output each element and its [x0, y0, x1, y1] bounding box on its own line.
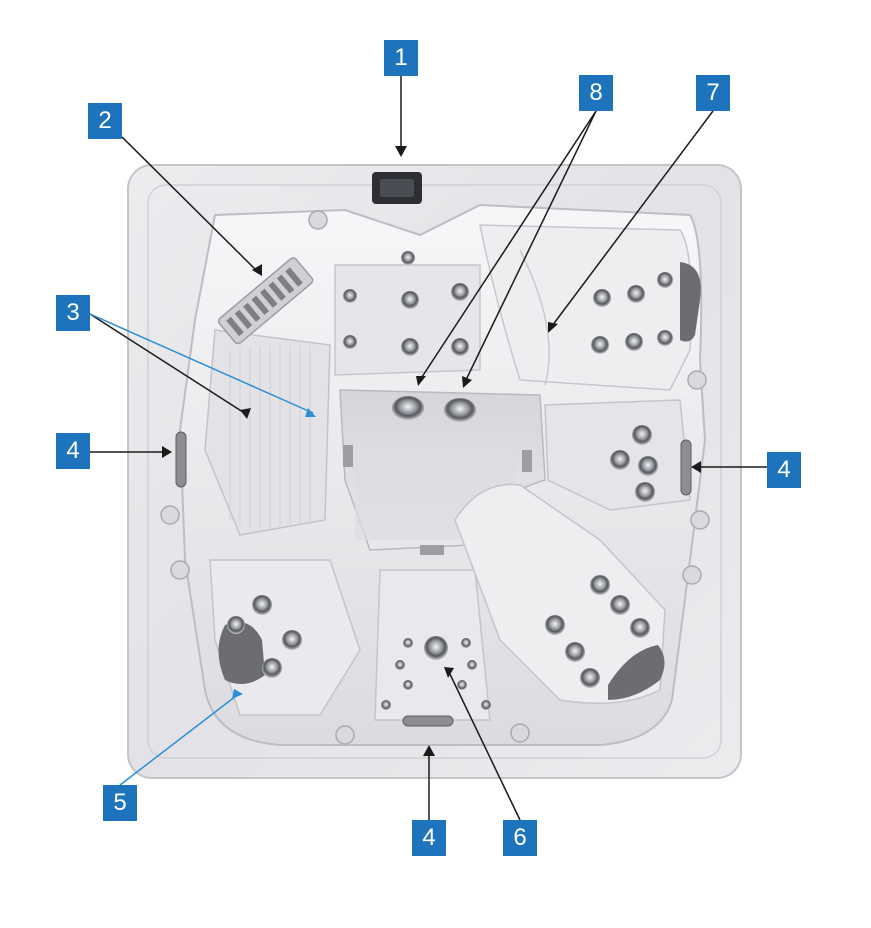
jet-icon: [444, 398, 476, 422]
jet-icon: [593, 289, 611, 307]
jet-icon: [635, 482, 655, 502]
footwell-clip: [343, 445, 353, 467]
jet-icon: [343, 335, 357, 349]
jet-icon: [638, 456, 658, 476]
callout-3: 3: [56, 295, 90, 331]
jet-icon: [545, 615, 565, 635]
jet-icon: [252, 595, 272, 615]
leader-line-6: [447, 669, 521, 821]
jet-icon: [451, 283, 469, 301]
leader-line-8a: [419, 110, 597, 381]
jet-icon: [591, 336, 609, 354]
jet-icon: [381, 700, 391, 710]
jet-icon: [481, 700, 491, 710]
jet-icon: [227, 616, 245, 634]
callout-5: 5: [103, 785, 137, 821]
jet-icon: [610, 450, 630, 470]
pillow-icon: [608, 645, 665, 700]
leader-line-2: [121, 136, 259, 273]
pillow-icon: [218, 622, 265, 684]
jet-icon: [282, 630, 302, 650]
arrowhead-blue: [232, 689, 243, 699]
jets: [227, 251, 673, 710]
footwell-clip: [522, 450, 532, 472]
lounge-seat-contour: [519, 249, 550, 386]
jet-icon: [451, 338, 469, 356]
jet-icon: [343, 289, 357, 303]
right-lounge: [454, 483, 666, 705]
jet-icon: [424, 636, 448, 660]
jet-icon: [401, 338, 419, 356]
jet-icon: [610, 595, 630, 615]
left-seat: [204, 329, 331, 536]
leader-line-3a: [89, 313, 247, 415]
grab-handle-icon: [402, 715, 454, 727]
jet-icon: [625, 333, 643, 351]
jet-icon: [657, 272, 673, 288]
jet-icon: [401, 291, 419, 309]
spa-rim-inner-line: [147, 184, 722, 759]
callout-7: 7: [696, 75, 730, 111]
leader-line-3b: [89, 313, 314, 414]
arrowhead-blue: [305, 408, 316, 417]
leader-line-7: [551, 110, 714, 327]
leader-line-8b: [464, 110, 597, 383]
callout-6: 6: [503, 820, 537, 856]
skimmer-icon: [217, 257, 314, 345]
grab-handle-icon: [680, 439, 692, 496]
jet-icon: [580, 668, 600, 688]
jet-icon: [657, 330, 673, 346]
top-bench: [334, 264, 481, 376]
jet-icon: [395, 660, 405, 670]
jet-icon: [392, 396, 424, 420]
seat-ribs: [229, 345, 311, 528]
callout-8: 8: [579, 75, 613, 111]
callout-1: 1: [384, 40, 418, 76]
control-panel-screen: [380, 179, 414, 197]
callout-4-right: 4: [767, 452, 801, 488]
jet-icon: [630, 618, 650, 638]
rim-fittings: [160, 210, 710, 745]
jet-icon: [403, 680, 413, 690]
jet-icon: [590, 575, 610, 595]
jet-icon: [457, 680, 467, 690]
footwell-clip: [420, 545, 444, 555]
jet-icon: [401, 251, 415, 265]
arrowheads: [162, 146, 701, 756]
jet-icon: [632, 425, 652, 445]
jet-icon: [403, 638, 413, 648]
jet-icon: [565, 642, 585, 662]
grab-handle-icon: [175, 431, 187, 488]
jet-icon: [262, 658, 282, 678]
leader-line-5: [119, 695, 237, 786]
leader-lines: [89, 76, 767, 821]
jet-icon: [627, 285, 645, 303]
callout-4-bottom: 4: [412, 820, 446, 856]
callout-2: 2: [88, 103, 122, 139]
jet-icon: [467, 660, 477, 670]
jet-icon: [461, 638, 471, 648]
callout-4-left: 4: [56, 433, 90, 469]
pillow-icon: [680, 262, 701, 342]
